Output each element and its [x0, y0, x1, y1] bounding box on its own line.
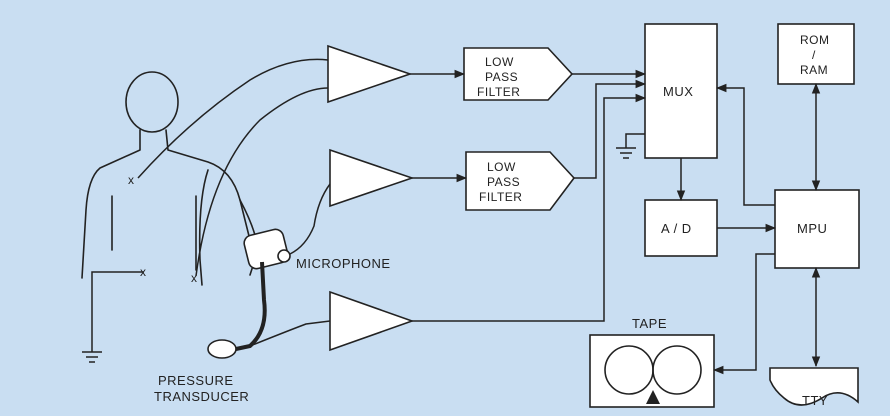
lpf-mid-line3: FILTER: [479, 190, 522, 204]
head: [125, 71, 179, 133]
lpf-mid-line2: PASS: [487, 175, 520, 189]
tape-head: [646, 390, 660, 404]
amp3-to-mux: [412, 93, 647, 322]
mpu-block: [774, 189, 860, 269]
lpf-mid-line1: LOW: [487, 160, 516, 174]
ram-label: RAM: [800, 63, 828, 77]
tty-label: TTY: [802, 393, 828, 408]
rom-ram-block: [777, 23, 855, 85]
mpu-to-mux-control: [715, 83, 775, 206]
mpu-label: MPU: [797, 221, 827, 236]
right-arm-inner: [198, 169, 209, 286]
rom-label: ROM: [800, 33, 830, 47]
electrode-mark-chest: x: [128, 173, 135, 187]
low-pass-filter-top: [463, 47, 574, 101]
mux-ground-symbol: [616, 147, 636, 159]
torso-sides: [111, 195, 197, 271]
pressure-transducer-icon: [207, 339, 237, 359]
patient-figure: [81, 71, 259, 286]
left-shoulder-arm: [81, 129, 141, 279]
microphone-label: MICROPHONE: [296, 256, 391, 271]
lpf-top-line1: LOW: [485, 55, 514, 69]
right-shoulder: [165, 129, 251, 241]
tty-unit: [769, 367, 859, 406]
microphone-icon: [277, 249, 291, 263]
lead-transducer-to-amp: [249, 320, 331, 347]
lpf-top-line3: FILTER: [477, 85, 520, 99]
lead-chest-to-amp: [137, 58, 329, 179]
lead-arm-to-amp: [195, 87, 329, 277]
lpf-top-line2: PASS: [485, 70, 518, 84]
electrode-mark-right: x: [191, 271, 198, 285]
low-pass-filter-mid: [465, 151, 576, 211]
tape-label: TAPE: [632, 316, 667, 331]
ground-wire-left: [91, 271, 144, 352]
filter-mid-to-mux: [574, 79, 647, 179]
amplifier-microphone: [329, 148, 415, 208]
adc-label: A / D: [661, 221, 692, 236]
lead-mic-to-amp: [289, 183, 331, 255]
rom-ram-slash: /: [812, 48, 816, 62]
pressure-label-line1: PRESSURE: [158, 373, 234, 388]
pressure-label-line2: TRANSDUCER: [154, 389, 249, 404]
pressure-cuff: [243, 228, 289, 270]
mpu-to-tape: [712, 253, 775, 375]
amplifier-pressure: [329, 290, 415, 352]
amplifier-ecg: [327, 44, 413, 104]
ground-symbol-left: [82, 351, 102, 363]
tape-reel-right: [652, 345, 702, 395]
mux-ground-wire: [625, 133, 645, 148]
mux-label: MUX: [663, 84, 693, 99]
